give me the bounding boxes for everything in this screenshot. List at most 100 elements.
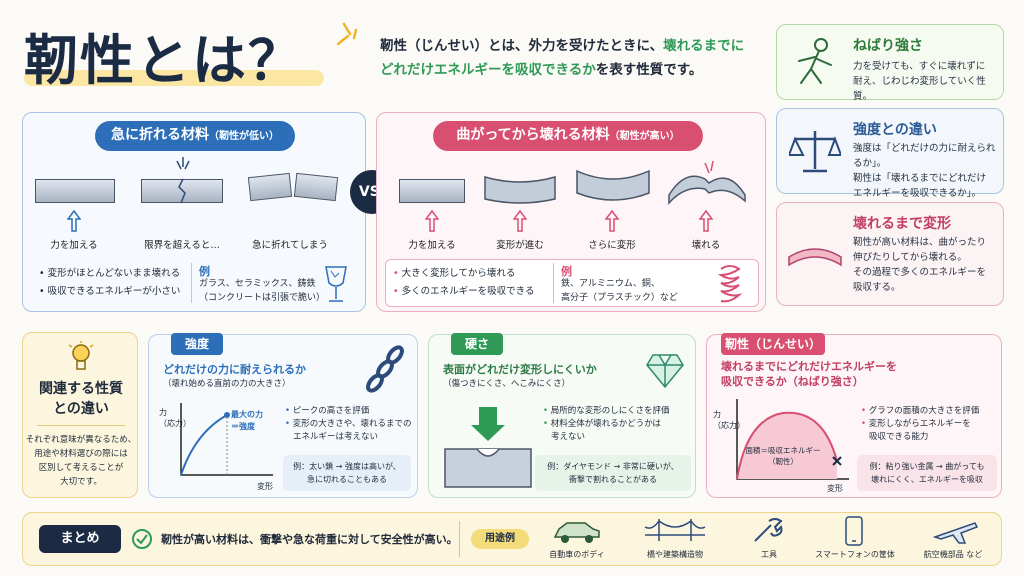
list-item: • 局所的な変形のしにくさを評価 [543,406,670,416]
use-item: 工具 [761,550,777,559]
strength-question: どれだけの力に耐えられるか [163,363,306,376]
strength-sub: （壊れ始める直前の力の大きさ） [163,379,291,389]
strength-bullets: • ピークの高さを評価 • 変形の大きさや、壊れるまでの エネルギーは考えない [285,405,411,444]
divider [37,425,125,426]
summary-bar: まとめ 靭性が高い材料は、衝撃や急な荷重に対して安全性が高い。 用途例 自動車の… [22,512,1002,566]
low-step-label: 力を加える [50,240,98,251]
example-title: 例 [199,265,210,278]
use-item: 橋や建築構造物 [647,550,703,559]
deform-card: 壊れるまで変形 靭性が高い材料は、曲がったり伸びたりしてから壊れる。その過程で多… [776,202,1004,306]
list-item: • 材料全体が壊れるかどうかは [543,419,661,429]
high-step-label: 変形が進む [496,240,544,251]
bent-bar-icon [788,248,842,267]
spring-icon [717,265,743,303]
low-bullets: • 変形がほとんどないまま壊れる • 吸収できるエネルギーが小さい [39,265,180,301]
list-item: • 変形しながらエネルギーを [861,419,971,429]
strength-ylabel: 力（応力） [159,408,191,428]
high-info-box [385,259,759,307]
sparkle-icon [336,22,358,46]
high-step-label: 壊れる [691,240,721,251]
summary-text: 靭性が高い材料は、衝撃や急な荷重に対して安全性が高い。 [161,533,458,546]
use-item: 自動車のボディ [549,550,605,559]
high-bar-3 [576,169,650,201]
tenacity-card: ねばり強さ 力を受けても、すぐに壊れずに耐え、じわじわ変形していく性質。 [776,24,1004,102]
hardness-indenter-diagram [444,407,532,488]
high-bullets: • 大きく変形してから壊れる • 多くのエネルギーを吸収できる [393,265,534,301]
high-toughness-panel: 曲がってから壊れる材料（靭性が高い） 力を加える 変形が進む さらに変形 壊れる… [376,112,766,312]
use-item: 航空機部品 など [923,550,983,559]
force-arrow-icon [67,209,81,232]
list-item: 吸収できる能力 [869,432,929,442]
strength-xlabel: 変形 [257,482,273,491]
low-bar-3b [293,172,339,202]
hardness-example: 例：ダイヤモンド → 非常に硬いが、衝撃で割れることがある [535,455,691,491]
strength-diff-title: 強度との違い [853,122,937,138]
strength-peak-label: 最大の力＝強度 [231,410,263,431]
example-title: 例 [561,265,572,278]
list-item: エネルギーは考えない [293,432,379,442]
low-step-label: 急に折れてしまう [252,240,328,251]
related-properties-card: 関連する性質との違い それぞれ意味が異なるため、用途や材料選びの際には区別して考… [22,332,138,498]
broken-glass-icon [325,266,347,302]
lightbulb-icon [68,341,94,370]
low-bar-3a [247,172,293,202]
wrench-icon [754,518,783,542]
low-toughness-pill: 急に折れる材料（靭性が低い） [95,121,295,151]
force-arrow-icon [605,209,619,232]
divider [553,263,554,303]
divider [191,263,192,303]
list-item: • 多くのエネルギーを吸収できる [393,286,535,297]
related-title: 関連する性質との違い [39,381,123,417]
list-item: • 吸収できるエネルギーが小さい [39,286,181,297]
list-item: • ピークの高さを評価 [285,406,370,416]
toughness-card: 靭性（じんせい） 壊れるまでにどれだけエネルギーを吸収できるか（ねばり強さ） 力… [706,333,1002,498]
summary-label: まとめ [39,525,121,553]
toughness-curve [736,399,849,480]
list-item: • 変形の大きさや、壊れるまでの [285,419,412,429]
tenacity-title: ねばり強さ [853,38,923,54]
strength-diff-text: 強度は「どれだけの力に耐えられるか」。靭性は「壊れるまでにどれだけエネルギーを吸… [853,143,996,199]
toughness-example: 例：粘り強い金属 → 曲がっても壊れにくく、エネルギーを吸収 [857,455,997,491]
toughness-bullets: • グラフの面積の大きさを評価 • 変形しながらエネルギーを 吸収できる能力 [861,405,979,444]
person-pushing-icon [798,38,832,84]
smartphone-icon [845,516,863,546]
diamond-icon [646,354,684,389]
low-step-label: 限界を超えると… [144,240,220,251]
uses-label: 用途例 [471,529,529,549]
high-bar-2 [484,176,556,204]
high-step-label: さらに変形 [588,240,636,251]
toughness-tab: 靭性（じんせい） [721,333,825,355]
force-arrow-icon [425,209,439,232]
airplane-icon [932,522,979,544]
list-item: • 大きく変形してから壊れる [393,268,516,279]
low-toughness-panel: 急に折れる材料（靭性が低い） 力を加える 限界を超えると… 急に折れてしまう •… [22,112,366,312]
high-bar-4 [668,160,746,205]
hardness-tab: 硬さ [451,333,503,355]
high-toughness-pill: 曲がってから壊れる材料（靭性が高い） [433,121,703,151]
toughness-ylabel: 力（応力） [713,410,745,430]
low-example-text: ガラス、セラミックス、鋳鉄（コンクリートは引張で脆い） [199,279,326,303]
page-title: 靭性とは？ [24,29,304,92]
use-item: スマートフォンの筐体 [815,550,895,559]
force-arrow-icon [699,209,713,232]
balance-scale-icon [789,131,841,173]
strength-diff-card: 強度との違い 強度は「どれだけの力に耐えられるか」。靭性は「壊れるまでにどれだけ… [776,108,1004,199]
hardness-question: 表面がどれだけ変形しにくいか [443,363,597,376]
deform-title: 壊れるまで変形 [853,216,951,232]
list-item: • グラフの面積の大きさを評価 [861,406,980,416]
toughness-xlabel: 変形 [827,484,843,493]
deform-text: 靭性が高い材料は、曲がったり伸びたりしてから壊れる。その過程で多くのエネルギーを… [853,237,987,293]
strength-curve [180,403,273,476]
chain-icon [366,345,404,393]
high-example-text: 鉄、アルミニウム、銅、高分子（プラスチック）など [561,279,678,303]
related-text: それぞれ意味が異なるため、用途や材料選びの際には区別して考えることが大切です。 [25,435,137,487]
divider [459,521,460,557]
strength-tab: 強度 [171,333,223,355]
hardness-card: 硬さ 表面がどれだけ変形しにくいか （傷つきにくさ、へこみにくさ） • 局所的な… [428,333,696,498]
car-icon [553,522,600,543]
check-circle-icon [132,529,152,549]
low-bar-1 [35,179,115,203]
force-arrow-icon [513,209,527,232]
crack-icon [176,157,190,204]
bridge-icon [644,519,706,541]
